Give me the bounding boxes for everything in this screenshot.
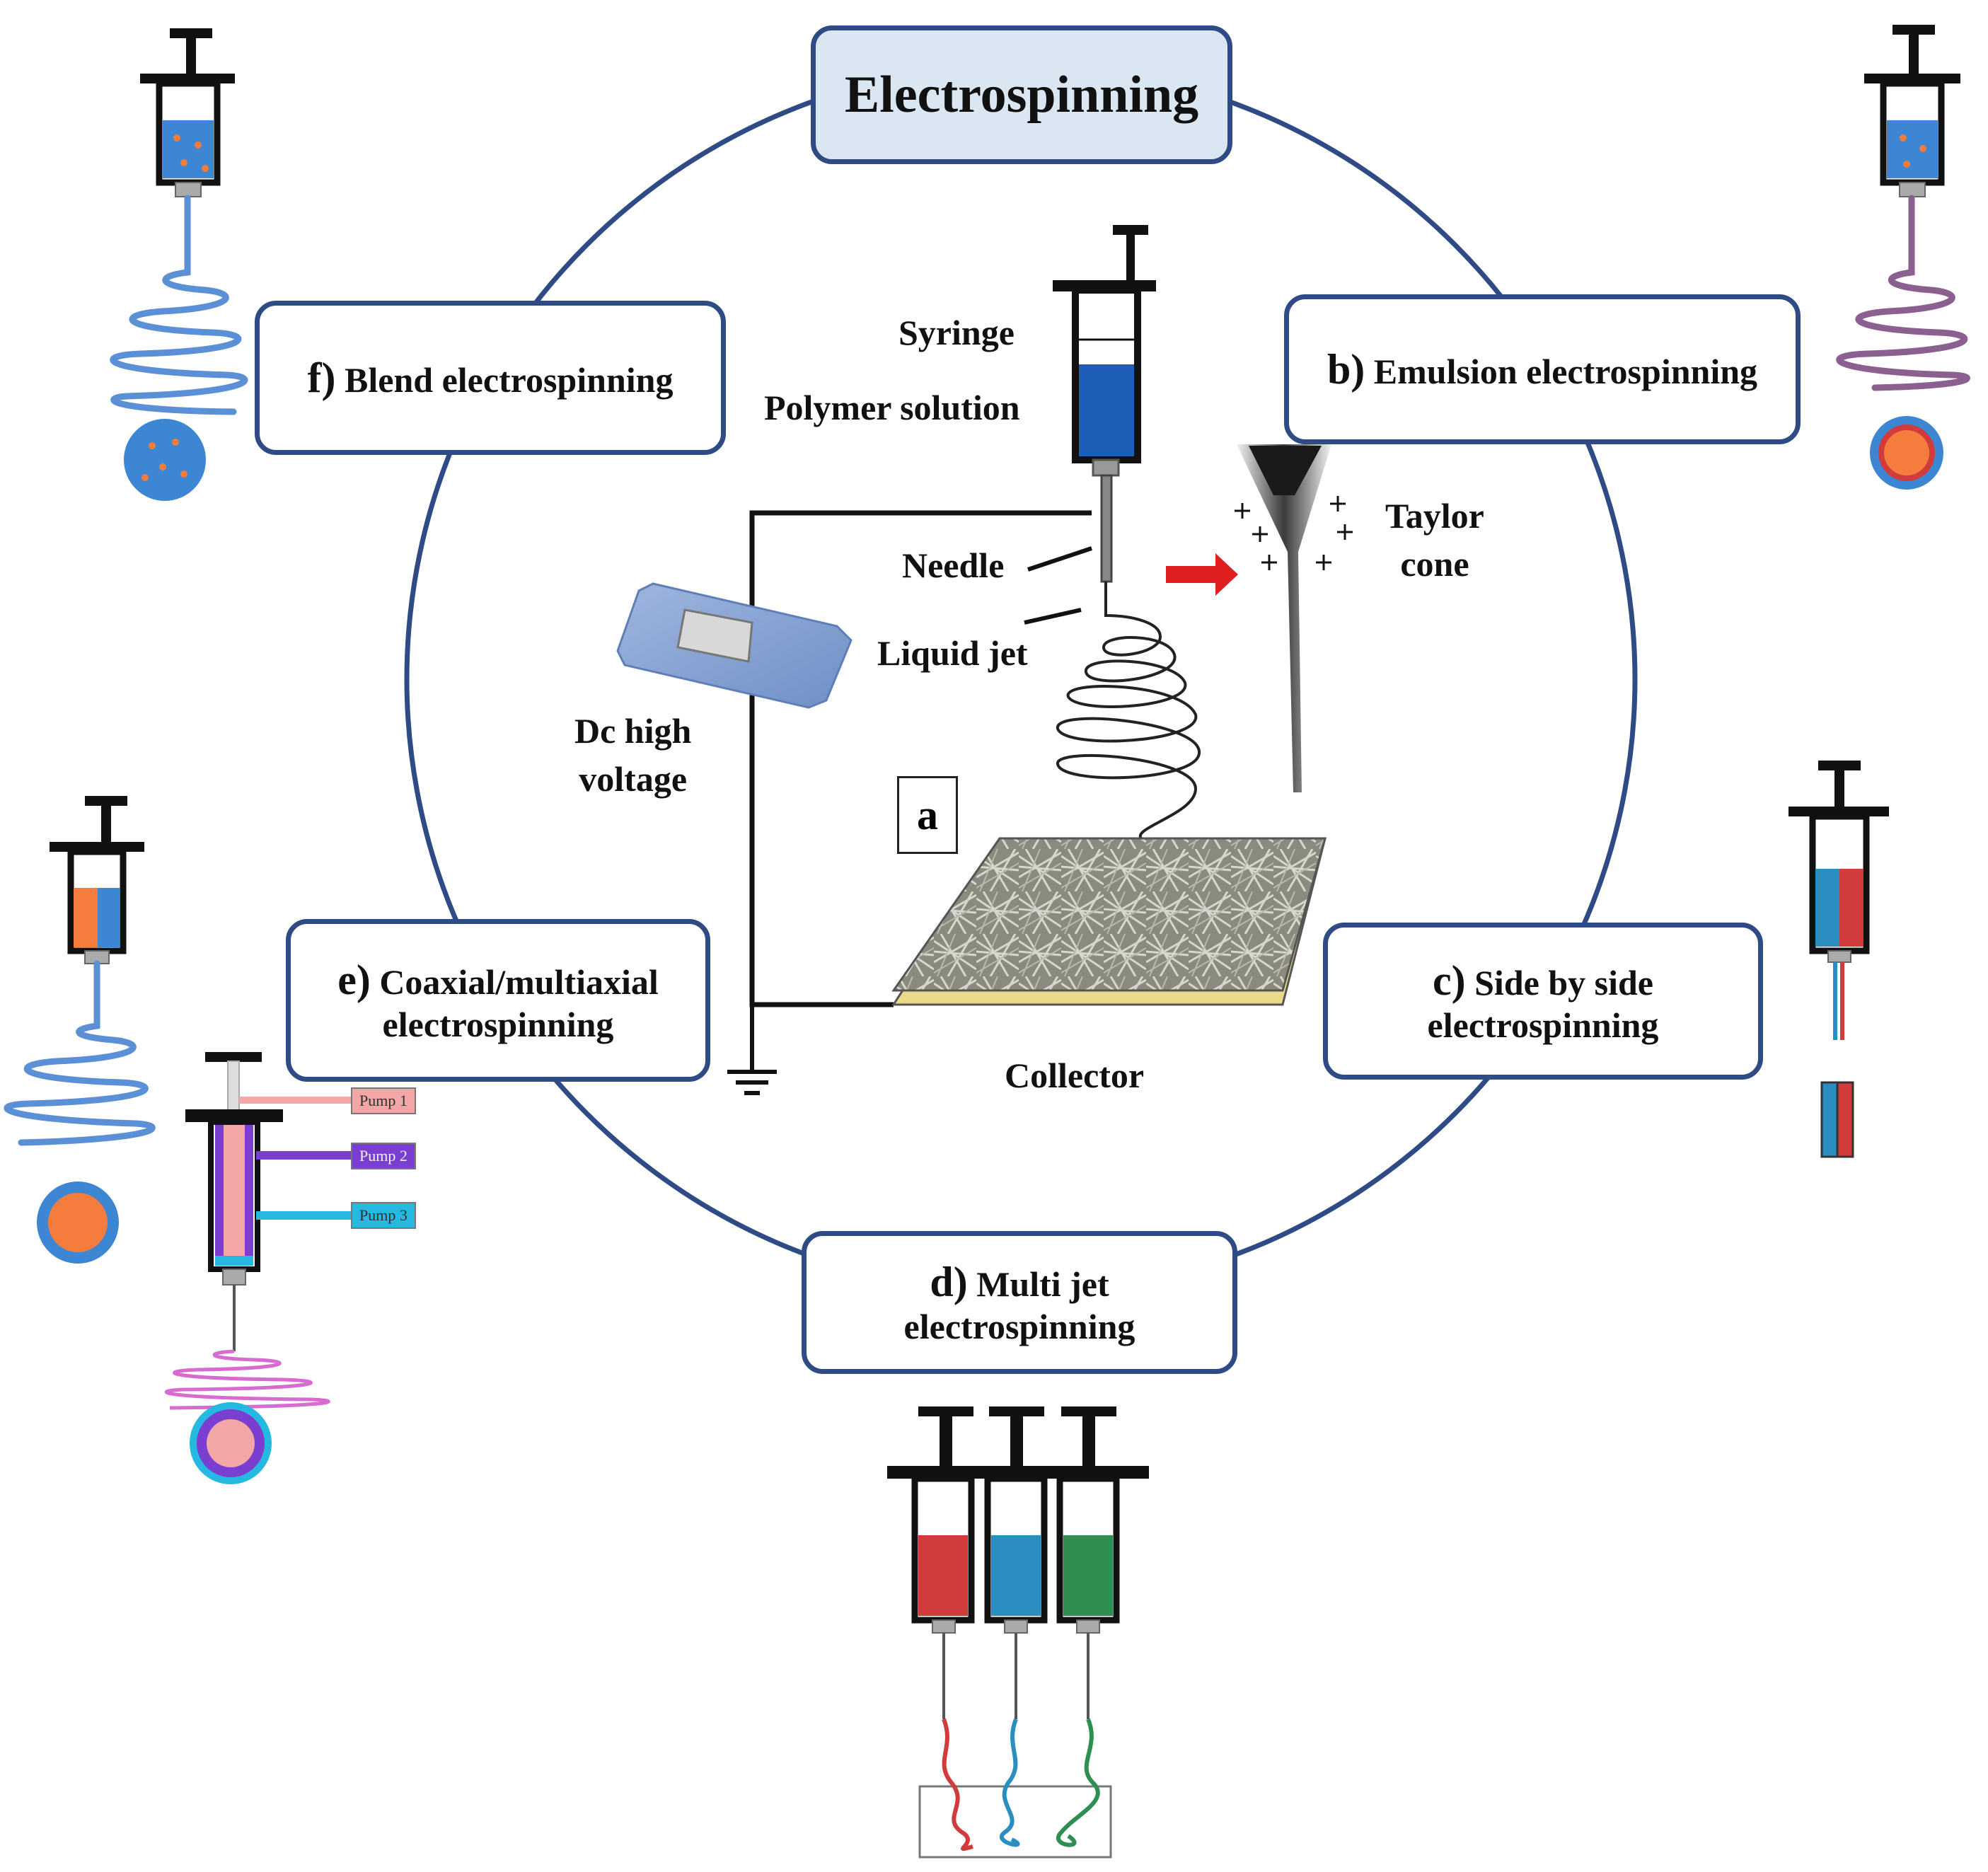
collector-label: Collector: [1005, 1056, 1145, 1095]
method-label: Side by side: [1474, 962, 1653, 1003]
multi-jet-syringes-icon: [887, 1406, 1149, 1719]
blend-syringe-icon: [140, 28, 235, 197]
needle-pointer: [1027, 546, 1092, 572]
method-letter: e): [337, 956, 371, 1003]
multiaxial-syringe-icon: [185, 1052, 354, 1351]
emulsion-syringe-icon: [1864, 25, 1960, 197]
central-syringe-icon: [1053, 225, 1156, 583]
taylor-cone-line2: cone: [1400, 543, 1469, 584]
method-letter: f): [307, 354, 336, 401]
side-by-side-syringe-icon: [1788, 761, 1889, 1040]
blend-fiber-spiral: [110, 195, 248, 415]
method-letter: b): [1327, 345, 1365, 393]
method-box-multi-jet: d) Multi jet electrospinning: [802, 1231, 1237, 1374]
taylor-cone-label: Taylor cone: [1385, 492, 1484, 588]
multiaxial-fiber-spiral: [164, 1349, 330, 1410]
coaxial-fiber-section-icon: [37, 1181, 119, 1264]
multi-jet-fiber-mat-icon: [918, 1718, 1112, 1859]
pump-2-label: Pump 2: [351, 1143, 416, 1169]
pump-3-label: Pump 3: [351, 1202, 416, 1229]
coaxial-syringe-icon: [50, 796, 144, 964]
method-box-coaxial: e) Coaxial/multiaxial electrospinning: [286, 919, 710, 1082]
taylor-cone-line1: Taylor: [1385, 496, 1484, 536]
emulsion-fiber-section-icon: [1870, 416, 1943, 490]
coaxial-fiber-spiral: [4, 960, 156, 1146]
liquid-jet-label: Liquid jet: [877, 633, 1028, 673]
multiaxial-fiber-section-icon: [190, 1402, 272, 1484]
needle-label: Needle: [902, 545, 1005, 585]
polymer-solution-label: Polymer solution: [764, 388, 1020, 427]
method-letter: d): [930, 1258, 968, 1305]
process-ring: [404, 62, 1638, 1296]
syringe-label: Syringe: [898, 313, 1015, 352]
method-box-blend: f) Blend electrospinning: [255, 301, 726, 455]
jet-pointer: [1024, 608, 1082, 625]
dc-voltage-label: Dc high voltage: [574, 707, 691, 803]
emulsion-fiber-spiral: [1836, 195, 1970, 391]
dc-voltage-line1: Dc high: [574, 711, 692, 751]
circuit-wire: [749, 510, 1092, 1007]
red-arrow-icon: [1166, 553, 1238, 596]
method-label: Coaxial/multiaxial: [379, 961, 659, 1002]
title-box: Electrospinning: [811, 25, 1232, 164]
liquid-jet-spiral: [1056, 582, 1201, 840]
panel-a-label: a: [897, 776, 958, 854]
collector-icon: [891, 837, 1327, 1006]
page-title: Electrospinning: [844, 65, 1199, 124]
blend-fiber-section-icon: [124, 419, 206, 501]
method-label-line2: electrospinning: [1427, 1005, 1659, 1045]
charge-signs: [1235, 496, 1353, 570]
method-label-line2: electrospinning: [903, 1306, 1135, 1346]
method-box-emulsion: b) Emulsion electrospinning: [1284, 294, 1801, 444]
pump-1-label: Pump 1: [351, 1087, 416, 1114]
taylor-cone-icon: [1237, 444, 1331, 792]
method-box-side-by-side: c) Side by side electrospinning: [1323, 923, 1763, 1080]
method-label-line2: electrospinning: [382, 1004, 614, 1044]
side-by-side-fiber-section-icon: [1820, 1081, 1854, 1158]
ground-icon: [727, 1005, 777, 1095]
power-supply-icon: [616, 582, 853, 709]
dc-voltage-line2: voltage: [579, 758, 688, 799]
method-label: Emulsion electrospinning: [1373, 351, 1758, 391]
method-letter: c): [1433, 957, 1466, 1004]
method-label: Multi jet: [976, 1264, 1109, 1304]
method-label: Blend electrospinning: [345, 359, 674, 400]
